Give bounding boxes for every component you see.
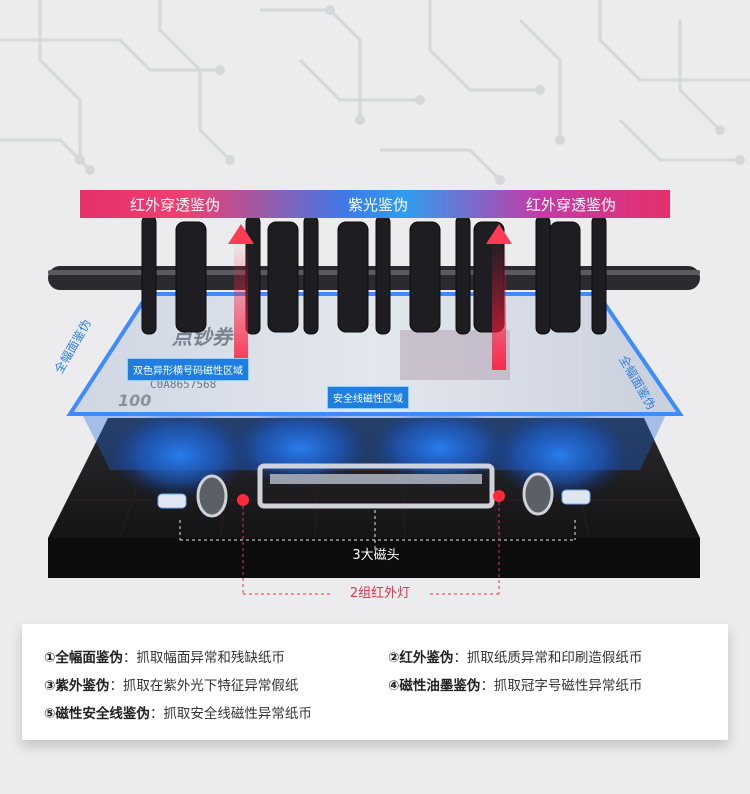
feature-title: ③紫外鉴伪 [44, 678, 110, 694]
feature-title: ④磁性油墨鉴伪 [388, 678, 481, 694]
feature-title: ⑤磁性安全线鉴伪 [44, 706, 150, 722]
banner-right-label: 红外穿透鉴伪 [526, 196, 617, 214]
banner-left-label: 红外穿透鉴伪 [130, 196, 221, 214]
note-denomination: 100 [118, 391, 151, 410]
ir-lamps-label: 2组红外灯 [349, 586, 411, 601]
detection-banner: 红外穿透鉴伪 紫光鉴伪 红外穿透鉴伪 [80, 190, 670, 218]
magnet-head-bracket [257, 463, 495, 509]
feature-item: ③紫外鉴伪：抓取在紫外光下特征异常假纸 [44, 674, 298, 694]
ir-lamp-left [237, 494, 249, 506]
feature-desc: ：抓取冠字号磁性异常纸币 [480, 678, 643, 694]
feature-desc: ：抓取在紫外光下特征异常假纸 [109, 678, 299, 694]
feature-desc: ：抓取安全线磁性异常纸币 [149, 706, 312, 722]
banner-center-label: 紫光鉴伪 [348, 196, 409, 214]
feature-item: ②红外鉴伪：抓取纸质异常和印刷造假纸币 [388, 646, 642, 666]
feature-item: ④磁性油墨鉴伪：抓取冠字号磁性异常纸币 [388, 674, 642, 694]
security-thread-region-tag: 安全线磁性区域 [327, 386, 409, 409]
feature-desc: ：抓取幅面异常和残缺纸币 [122, 650, 285, 666]
feature-item: ⑤磁性安全线鉴伪：抓取安全线磁性异常纸币 [44, 702, 312, 722]
magnetic-number-region-tag: 双色异形横号码磁性区域 [127, 358, 249, 381]
circuit-background [0, 0, 750, 185]
feature-desc: ：抓取纸质异常和印刷造假纸币 [453, 650, 643, 666]
note-serial: C0A8657568 [150, 378, 216, 391]
feature-title: ②红外鉴伪 [388, 650, 454, 666]
feature-title: ①全幅面鉴伪 [44, 650, 123, 666]
base-front [48, 538, 700, 578]
feature-panel: ①全幅面鉴伪：抓取幅面异常和残缺纸币 ②红外鉴伪：抓取纸质异常和印刷造假纸币 ③… [22, 624, 728, 740]
feature-item: ①全幅面鉴伪：抓取幅面异常和残缺纸币 [44, 646, 285, 666]
banknote [66, 292, 684, 416]
ir-lamp-right [493, 490, 505, 502]
magnet-heads-label: 3大磁头 [352, 548, 400, 563]
